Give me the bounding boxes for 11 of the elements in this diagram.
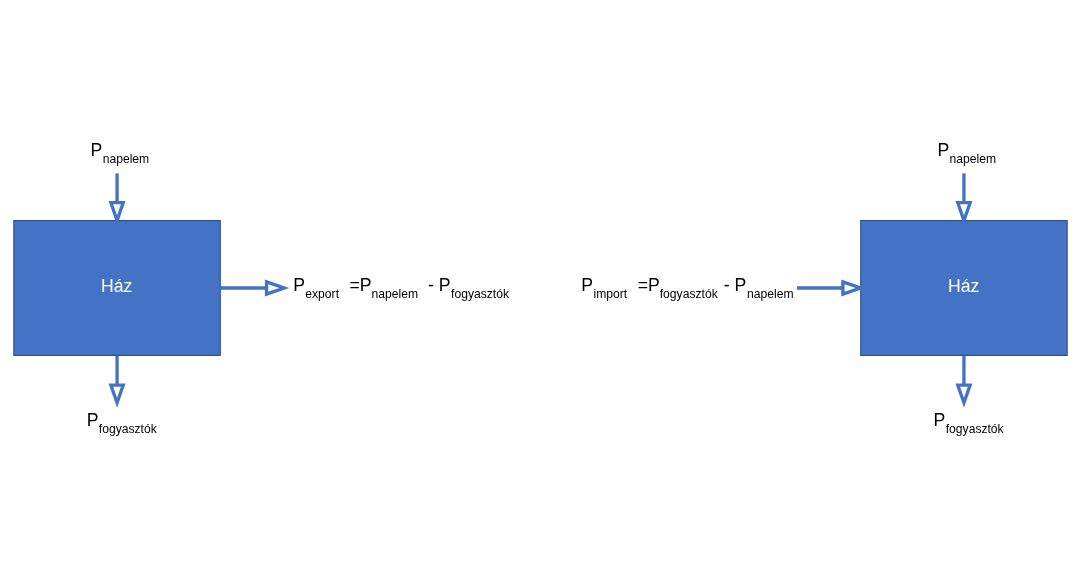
arrow	[955, 355, 973, 408]
node-text: P$_{export}$ =P$_{napelem}$ - P$_{fogyasztók}$	[293, 275, 510, 302]
node-text: P$_{napelem}$	[90, 140, 150, 167]
node-text: P$_{napelem}$	[937, 140, 997, 167]
arrow	[220, 279, 290, 297]
node-text: P$_{fogyasztók}$	[86, 409, 157, 436]
node-box: Ház	[13, 220, 221, 356]
arrow	[108, 355, 126, 408]
node-text: P$_{fogyasztók}$	[933, 409, 1004, 436]
node-text: P$_{import}$ =P$_{fogyasztók}$ - P$_{napelem}$	[581, 275, 794, 302]
node-box: Ház	[860, 220, 1068, 356]
